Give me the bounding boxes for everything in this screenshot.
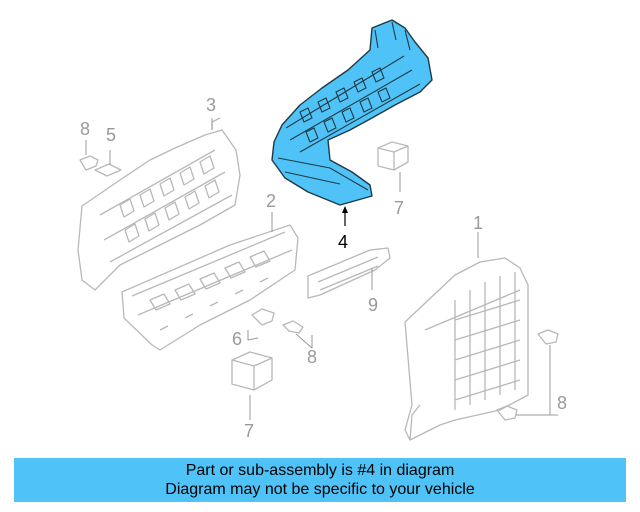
part-7-relay-bottom xyxy=(231,351,273,391)
callout-8-right: 8 xyxy=(557,393,568,413)
callout-9: 9 xyxy=(368,295,379,315)
part-3-fuse-carrier xyxy=(77,117,241,291)
part-6-clip xyxy=(251,308,275,326)
info-banner: Part or sub-assembly is #4 in diagram Di… xyxy=(14,458,626,502)
part-8-clip-right-top xyxy=(537,329,559,345)
callout-4[interactable]: 4 xyxy=(338,232,349,252)
part-7-relay-top xyxy=(377,141,409,171)
part-1-fuse-box-housing xyxy=(404,257,529,441)
callout-7-bottom: 7 xyxy=(244,421,255,441)
callout-2: 2 xyxy=(266,191,277,211)
callout-8-left: 8 xyxy=(80,119,91,139)
leader-lines xyxy=(85,118,558,420)
part-8-clip-middle xyxy=(282,320,304,334)
parts-diagram xyxy=(77,19,559,441)
callout-3: 3 xyxy=(206,95,217,115)
callout-6: 6 xyxy=(232,329,243,349)
callout-5: 5 xyxy=(106,125,117,145)
part-8-clip-right-bottom xyxy=(496,405,518,421)
part-8-clip-left xyxy=(79,155,99,171)
part-2-relay-plate xyxy=(121,224,299,351)
banner-line-2: Diagram may not be specific to your vehi… xyxy=(165,481,475,498)
banner-line-1: Part or sub-assembly is #4 in diagram xyxy=(185,462,455,479)
part-9-connector xyxy=(307,247,391,299)
part-4-highlighted-fuse-carrier[interactable] xyxy=(271,19,433,226)
part-5-clip xyxy=(94,163,122,177)
callout-7-top: 7 xyxy=(394,198,405,218)
callout-1: 1 xyxy=(473,213,484,233)
callout-8-middle: 8 xyxy=(307,347,318,367)
